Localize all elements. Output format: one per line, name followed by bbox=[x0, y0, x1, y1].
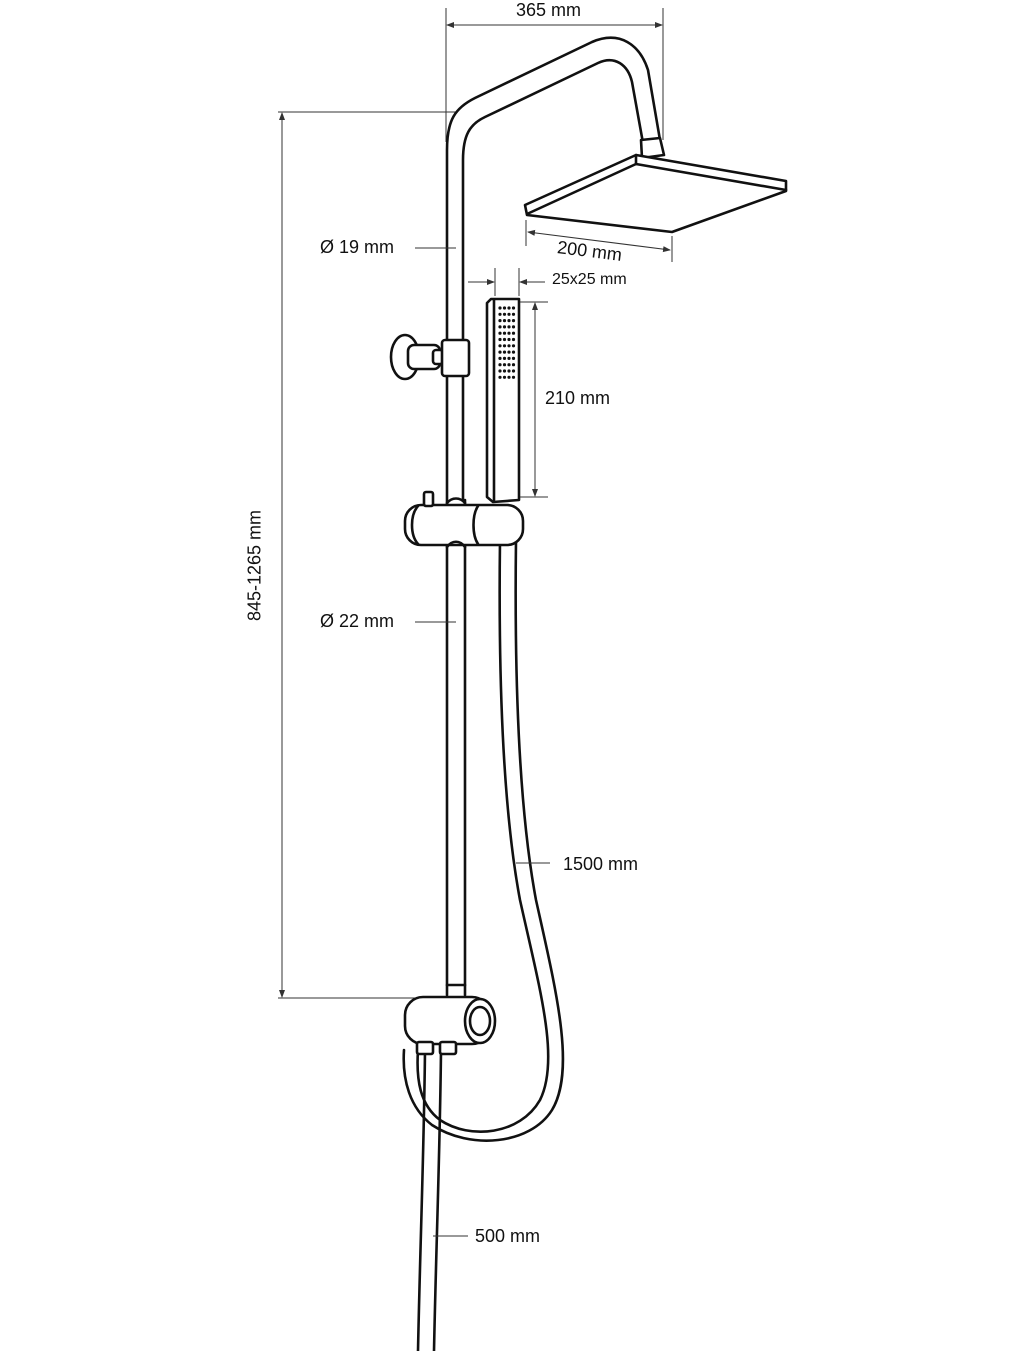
nozzle-dot bbox=[511, 306, 516, 310]
nozzle-dot bbox=[502, 319, 507, 323]
nozzle-dot bbox=[502, 312, 507, 316]
nozzle-dot bbox=[507, 369, 511, 373]
nozzle-dot bbox=[498, 356, 502, 360]
hand-shower-section-label: 25x25 mm bbox=[552, 271, 627, 288]
leader-lines bbox=[415, 247, 550, 1237]
nozzle-dot bbox=[507, 319, 511, 323]
nozzle-dot bbox=[502, 369, 507, 373]
hose-length-label: 1500 mm bbox=[563, 854, 639, 874]
nozzle-dot bbox=[502, 331, 507, 335]
nozzle-dot bbox=[498, 350, 502, 354]
dimension-hand-shower-section bbox=[468, 268, 545, 296]
nozzle-dot bbox=[511, 369, 516, 373]
hand-shower-length-label: 210 mm bbox=[545, 388, 611, 408]
nozzle-dot bbox=[498, 325, 502, 329]
nozzle-dot bbox=[511, 337, 516, 342]
nozzle-dot bbox=[511, 319, 516, 323]
nozzle-dot bbox=[498, 344, 502, 348]
nozzle-dot bbox=[507, 356, 511, 360]
lower-pipe-diameter-label: Ø 22 mm bbox=[320, 611, 395, 631]
nozzle-dot bbox=[502, 306, 507, 310]
nozzle-dot bbox=[498, 363, 502, 367]
nozzle-dot bbox=[507, 312, 511, 316]
nozzle-dot bbox=[498, 312, 502, 316]
dimension-arm-reach bbox=[445, 8, 664, 142]
nozzle-dot bbox=[511, 331, 516, 335]
nozzle-dot bbox=[507, 375, 511, 379]
nozzle-dot bbox=[511, 312, 516, 316]
nozzle-dot bbox=[502, 375, 507, 379]
dimension-height bbox=[278, 111, 458, 999]
slider-holder bbox=[403, 490, 525, 549]
nozzle-dot bbox=[507, 306, 511, 310]
nozzle-dot bbox=[507, 325, 511, 329]
diverter bbox=[403, 995, 497, 1056]
nozzle-dot bbox=[498, 369, 502, 373]
nozzle-dot bbox=[511, 344, 516, 348]
rain-shower-head bbox=[523, 136, 788, 234]
nozzle-dot bbox=[502, 356, 507, 360]
nozzle-dot bbox=[511, 350, 516, 354]
nozzle-dot bbox=[498, 306, 502, 310]
nozzle-dot bbox=[507, 331, 511, 335]
supply-hose bbox=[416, 1048, 443, 1351]
nozzle-dot bbox=[502, 325, 507, 329]
nozzle-dot bbox=[511, 363, 516, 367]
nozzle-dot bbox=[511, 325, 516, 329]
dimension-head-width bbox=[525, 220, 673, 262]
nozzle-dot bbox=[502, 350, 507, 354]
hand-shower bbox=[485, 297, 521, 504]
nozzle-dot bbox=[511, 356, 516, 360]
nozzle-dot bbox=[498, 375, 502, 379]
nozzle-dot bbox=[507, 350, 511, 354]
nozzle-dot bbox=[507, 363, 511, 367]
nozzle-dot bbox=[498, 337, 502, 342]
nozzle-dot bbox=[502, 363, 507, 367]
nozzle-dot bbox=[502, 344, 507, 348]
nozzle-dot bbox=[498, 319, 502, 323]
shower-hose bbox=[402, 538, 565, 1142]
nozzle-dot bbox=[502, 337, 507, 342]
nozzle-dot bbox=[511, 375, 516, 379]
riser-pipe bbox=[445, 36, 662, 997]
wall-bracket bbox=[389, 333, 471, 381]
supply-hose-length-label: 500 mm bbox=[475, 1226, 541, 1246]
dimension-hand-shower-length bbox=[520, 301, 548, 498]
height-range-label: 845-1265 mm bbox=[244, 509, 265, 622]
nozzle-dot bbox=[507, 337, 511, 342]
nozzle-dot bbox=[507, 344, 511, 348]
arm-reach-label: 365 mm bbox=[516, 0, 582, 20]
nozzle-dot bbox=[498, 331, 502, 335]
upper-pipe-diameter-label: Ø 19 mm bbox=[320, 237, 395, 257]
